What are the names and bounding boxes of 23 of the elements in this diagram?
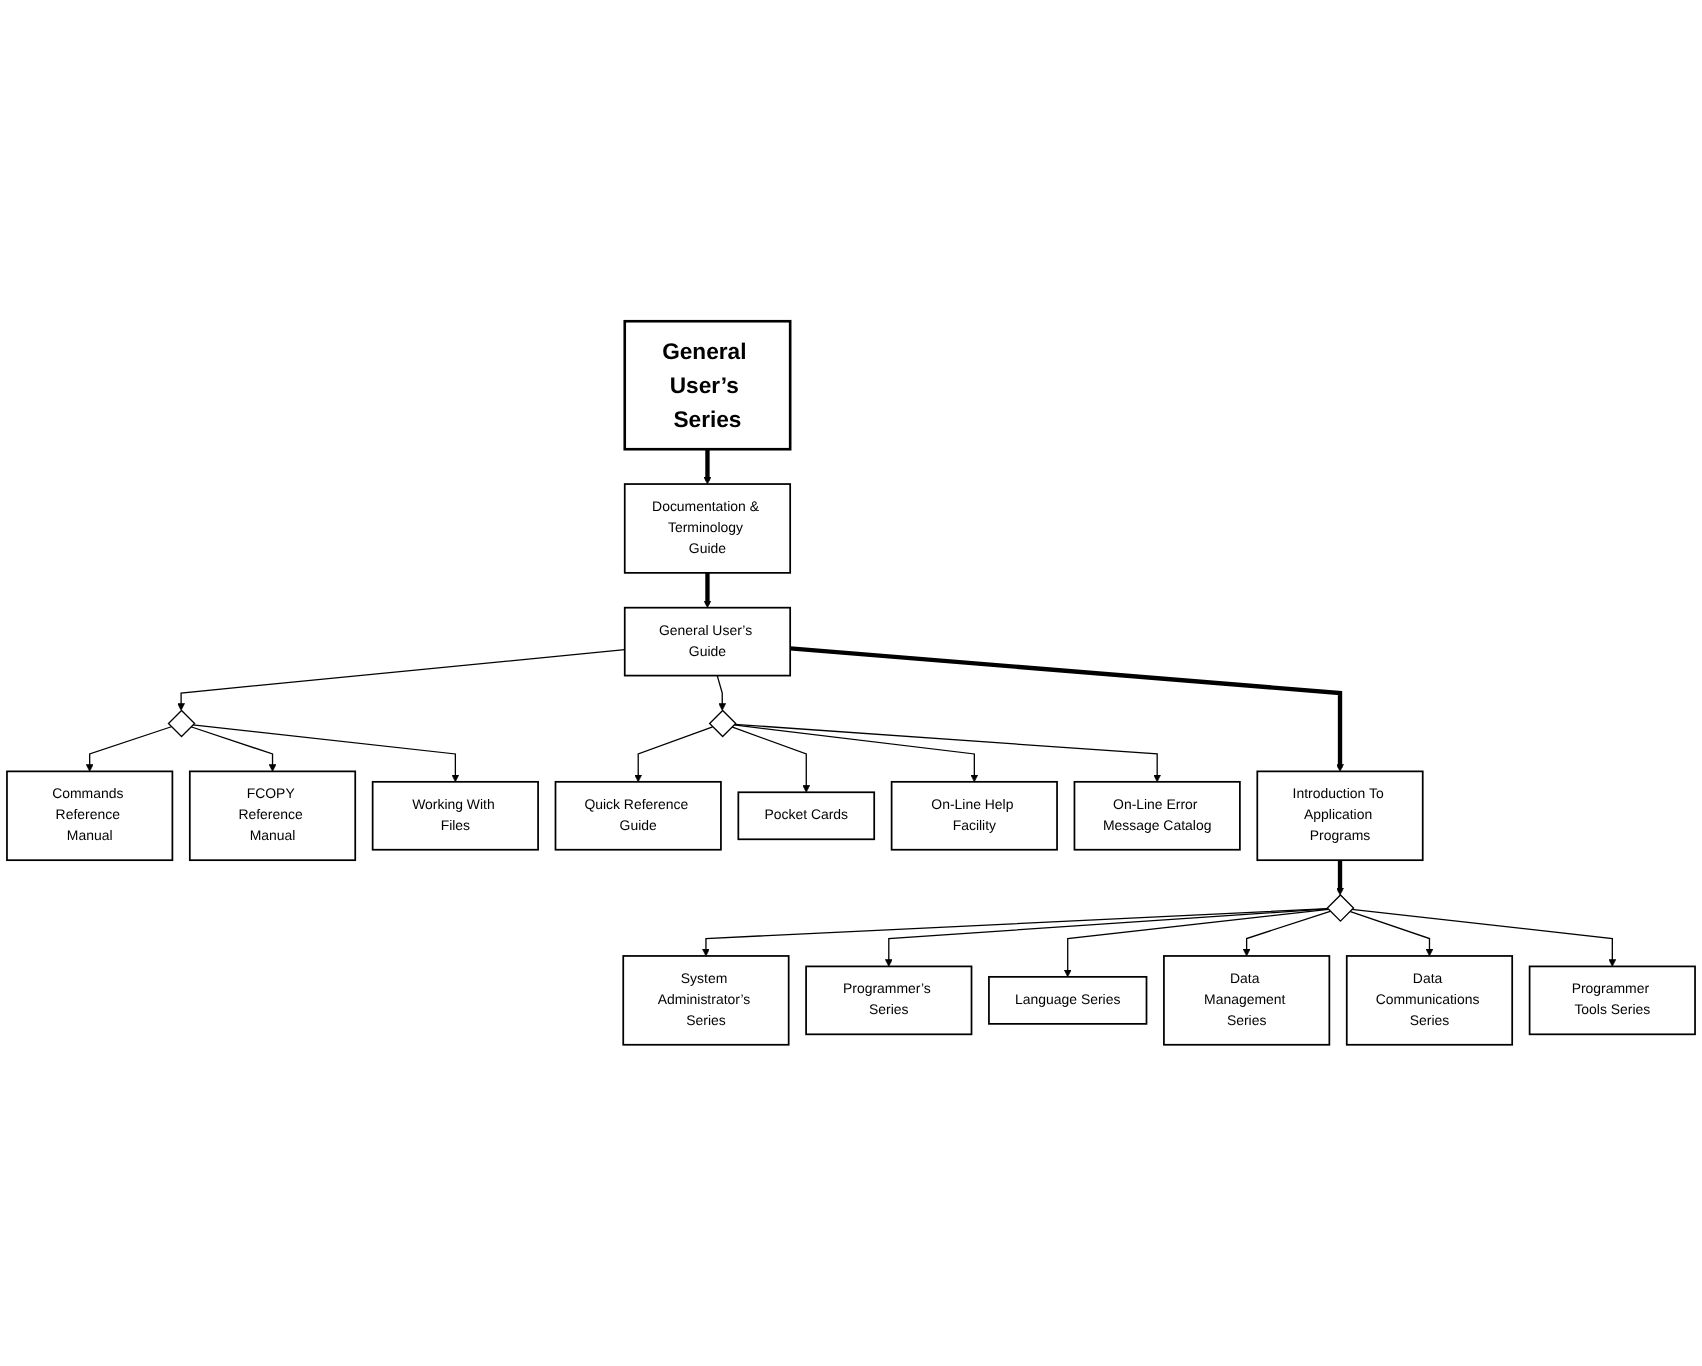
arrow bbox=[733, 724, 979, 783]
arrow bbox=[192, 724, 460, 783]
arrow bbox=[1351, 908, 1617, 967]
arrow bbox=[1349, 910, 1434, 957]
arrow bbox=[731, 726, 811, 793]
node-box: General User’s Series bbox=[623, 319, 792, 451]
node-diamond bbox=[167, 709, 196, 738]
arrow bbox=[190, 726, 277, 772]
arrow bbox=[1242, 910, 1331, 957]
node-diamond bbox=[708, 709, 737, 738]
arrow bbox=[790, 646, 1344, 772]
arrow bbox=[884, 908, 1329, 967]
arrow bbox=[177, 649, 626, 711]
arrow bbox=[716, 674, 727, 711]
arrow bbox=[703, 449, 712, 485]
arrow bbox=[85, 726, 172, 772]
arrow bbox=[703, 572, 712, 609]
arrow bbox=[733, 723, 1161, 783]
node-diamond bbox=[1326, 894, 1355, 923]
arrow bbox=[1336, 860, 1344, 896]
arrow bbox=[1063, 908, 1329, 978]
arrow bbox=[702, 908, 1329, 957]
arrow bbox=[634, 726, 714, 783]
